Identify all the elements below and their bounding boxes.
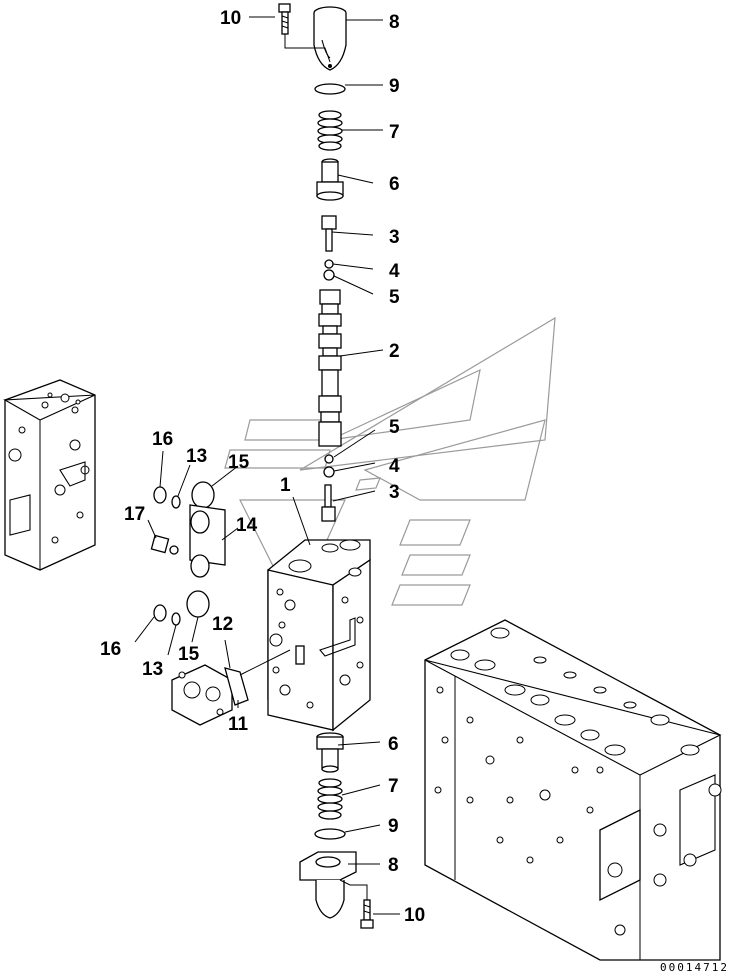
callout-2: 2	[389, 341, 400, 362]
part-12-gasket	[224, 667, 249, 706]
part-9-oring-top	[314, 83, 346, 95]
callout-10-bottom: 10	[404, 905, 425, 926]
part-14-plate	[189, 504, 226, 578]
document-number: 00014712	[660, 961, 729, 974]
callout-3-mid: 3	[389, 482, 400, 503]
part-16-oring-upper	[153, 486, 167, 504]
callout-5-mid: 5	[389, 417, 400, 438]
callout-14: 14	[236, 515, 258, 536]
callout-7-top: 7	[389, 122, 400, 143]
part-10-bolt-bottom	[360, 899, 374, 929]
part-8-cap-top	[313, 6, 347, 71]
callout-labels: 10 8 9 7 6 3 4 5 2 5 4 3 1 16 13 15 17 1…	[100, 8, 425, 926]
callout-13-lower: 13	[142, 659, 163, 680]
part-7-spring-bottom	[317, 778, 343, 820]
part-4-5-rings-top	[323, 259, 335, 281]
part-17-plug	[150, 534, 179, 555]
leader-lines	[134, 16, 400, 915]
callout-12: 12	[212, 614, 233, 635]
part-2-spool	[318, 289, 342, 447]
part-10-bolt-top	[278, 3, 291, 35]
part-1-valve-section	[267, 539, 371, 732]
part-16-oring-lower	[153, 604, 167, 622]
callout-15-lower: 15	[178, 644, 200, 665]
callout-4-mid: 4	[389, 456, 400, 477]
part-6-retainer-bottom	[316, 732, 344, 773]
callout-11: 11	[228, 714, 249, 735]
part-15-oring-upper	[191, 481, 215, 509]
part-6-retainer-top	[316, 158, 344, 201]
callout-9-top: 9	[389, 76, 400, 97]
callout-15-upper: 15	[228, 452, 250, 473]
callout-10-top: 10	[220, 8, 241, 29]
part-11-flange	[171, 664, 233, 726]
part-8-cap-bottom	[299, 851, 357, 919]
left-section-block	[3, 379, 96, 571]
callout-5-top: 5	[389, 287, 400, 308]
callout-16-lower: 16	[100, 639, 121, 660]
callout-13-upper: 13	[186, 446, 207, 467]
callout-16-upper: 16	[152, 429, 173, 450]
callout-4-top: 4	[389, 261, 400, 282]
part-13-oring-upper	[171, 495, 181, 509]
part-5-4-rings-mid	[323, 454, 335, 478]
callout-8-top: 8	[389, 12, 400, 33]
callout-9-bottom: 9	[388, 816, 399, 837]
callout-8-bottom: 8	[388, 855, 399, 876]
callout-7-bottom: 7	[388, 776, 399, 797]
part-15-oring-lower	[186, 590, 210, 618]
callout-1: 1	[280, 475, 291, 496]
callout-6-bottom: 6	[388, 734, 399, 755]
callout-17: 17	[124, 504, 145, 525]
callout-3-top: 3	[389, 227, 400, 248]
part-9-oring-bottom	[314, 828, 346, 840]
part-3-stopper-mid	[321, 484, 336, 522]
callout-6-top: 6	[389, 174, 400, 195]
part-7-spring-top	[317, 110, 343, 151]
control-valve-assembly	[424, 619, 722, 961]
part-13-oring-lower	[171, 612, 181, 626]
part-3-stopper-top	[321, 215, 337, 252]
